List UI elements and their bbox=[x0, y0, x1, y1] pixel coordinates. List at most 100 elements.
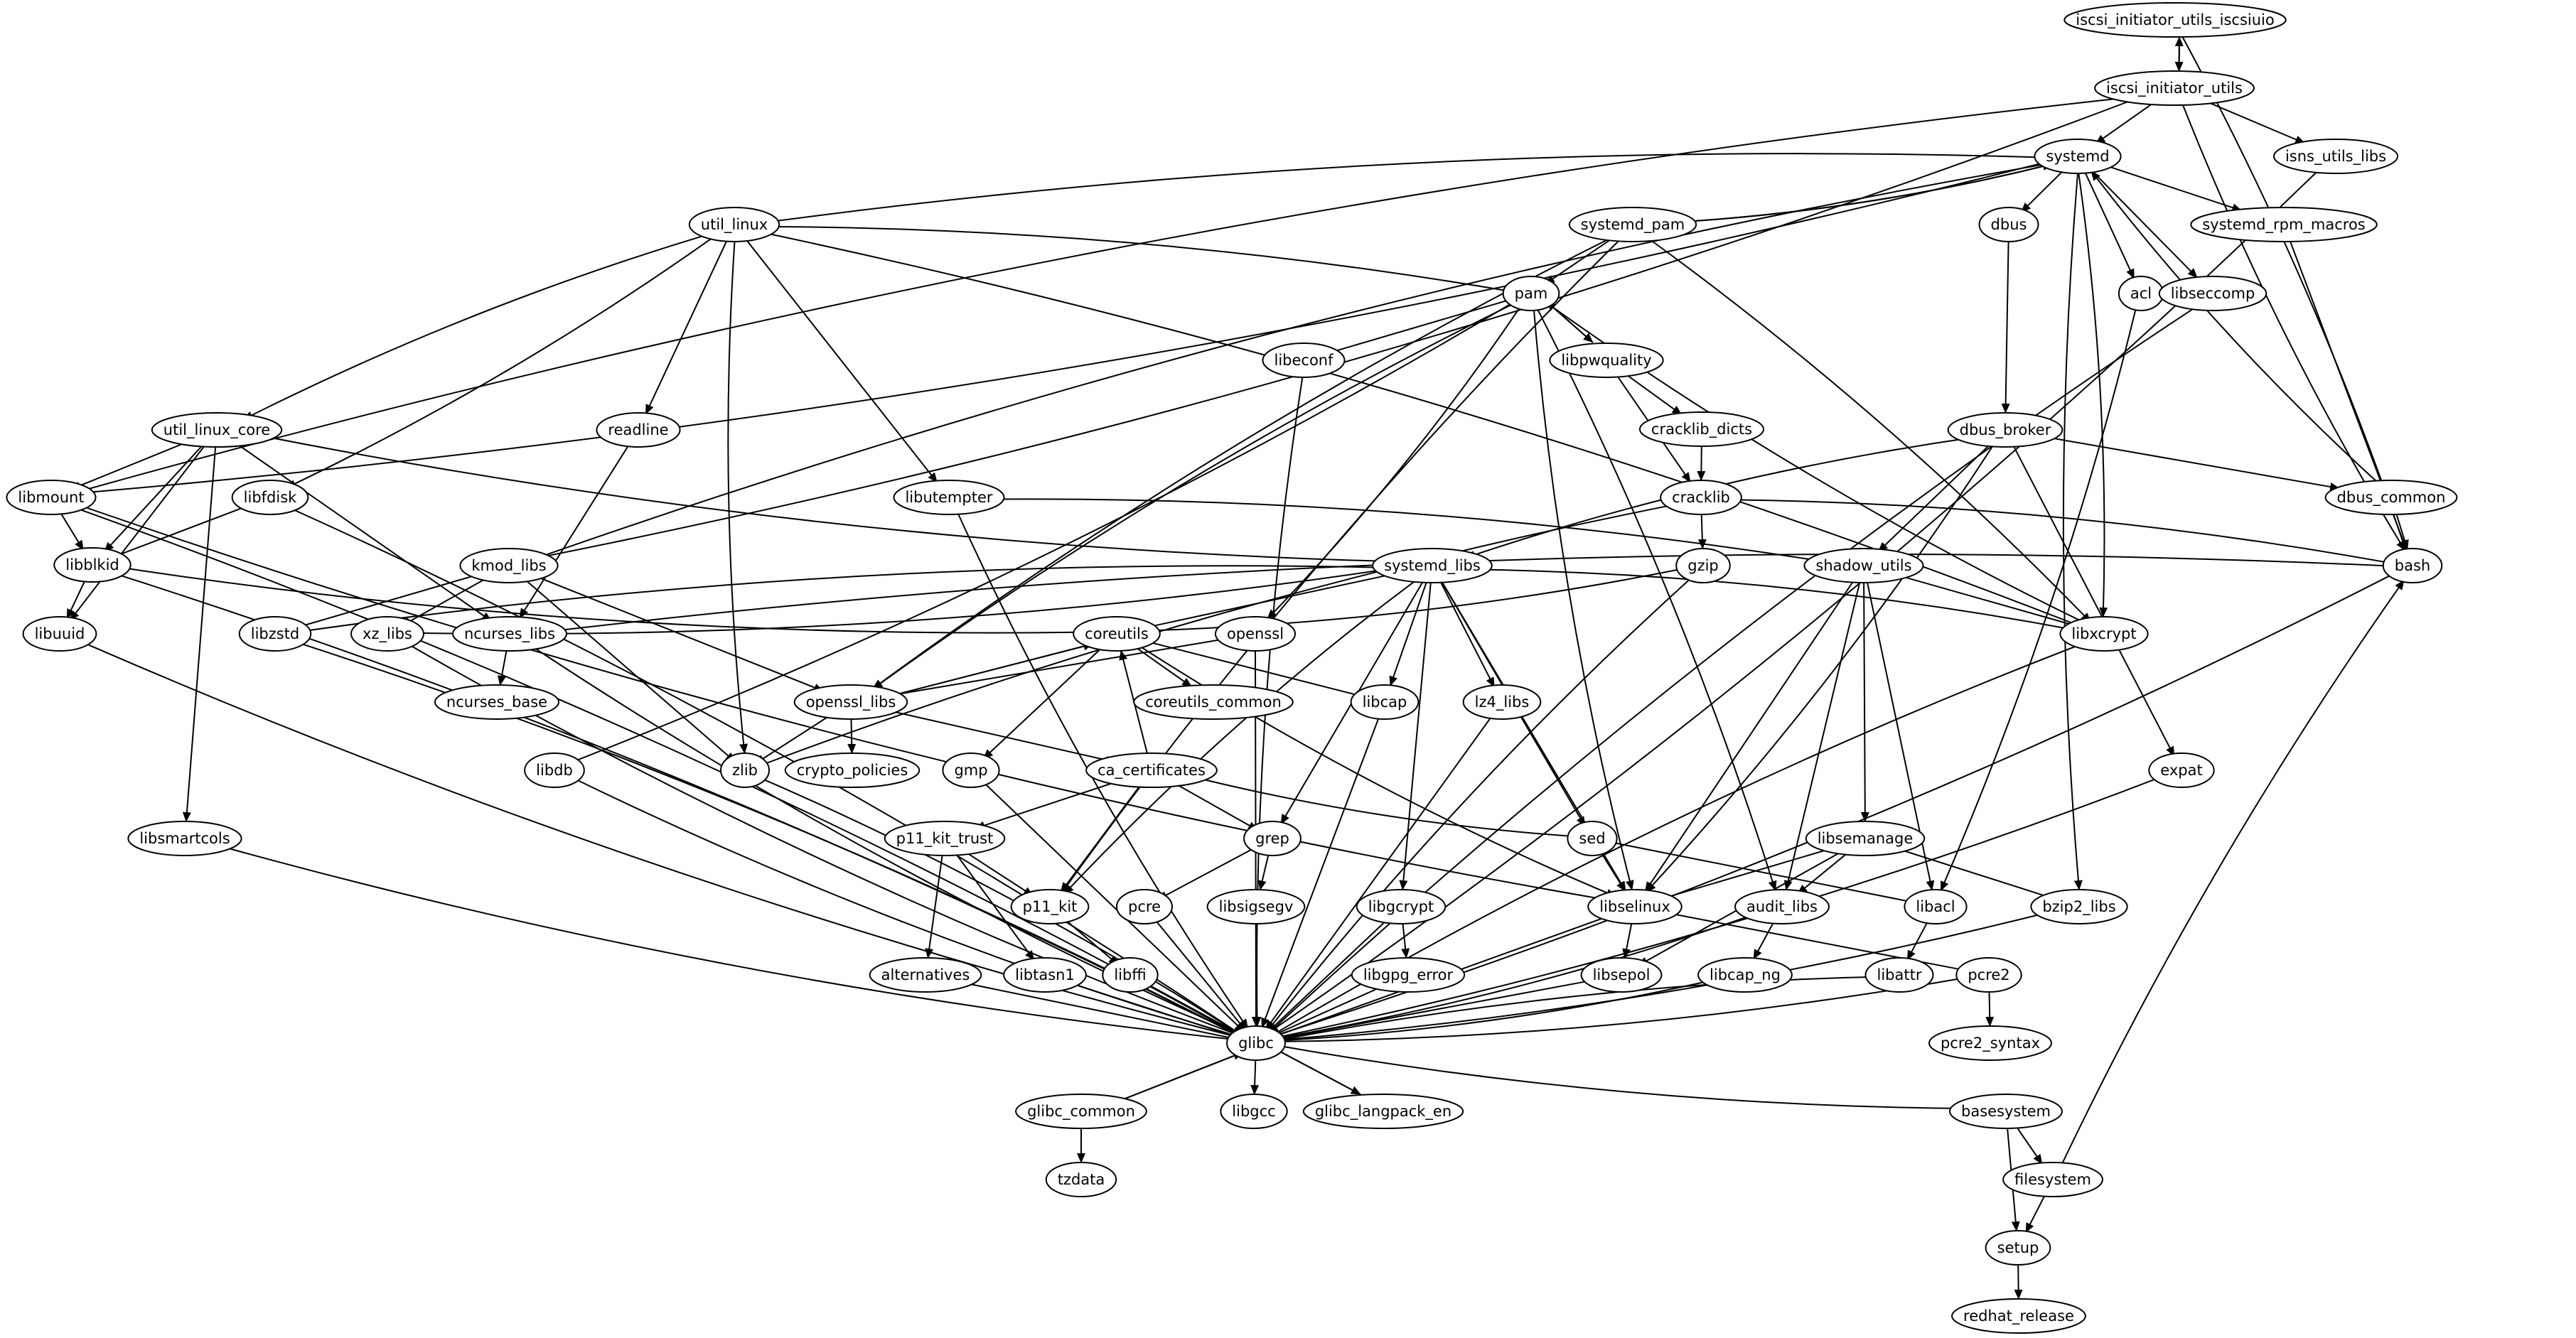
node-pcre2_syntax[interactable]: pcre2_syntax bbox=[1928, 1025, 2053, 1061]
edge-cracklib-to-gzip bbox=[1697, 514, 1707, 549]
node-util_linux[interactable]: util_linux bbox=[688, 207, 780, 242]
node-libsigsegv[interactable]: libsigsegv bbox=[1206, 889, 1306, 924]
edge-libsemanage-to-libselinux bbox=[1656, 846, 1839, 902]
node-systemd_libs[interactable]: systemd_libs bbox=[1372, 548, 1493, 583]
node-systemd[interactable]: systemd bbox=[2034, 139, 2122, 174]
node-coreutils_common[interactable]: coreutils_common bbox=[1133, 684, 1294, 720]
node-cracklib[interactable]: cracklib bbox=[1660, 480, 1742, 515]
node-iscsi_initiator_utils[interactable]: iscsi_initiator_utils bbox=[2094, 70, 2255, 106]
node-ellipse bbox=[459, 548, 559, 583]
node-libgpg_error[interactable]: libgpg_error bbox=[1351, 957, 1466, 993]
node-ellipse bbox=[127, 821, 242, 856]
node-setup[interactable]: setup bbox=[1985, 1230, 2051, 1266]
node-coreutils[interactable]: coreutils bbox=[1073, 616, 1161, 652]
node-libsepol[interactable]: libsepol bbox=[1580, 957, 1663, 993]
node-libgcc[interactable]: libgcc bbox=[1220, 1094, 1288, 1129]
node-kmod_libs[interactable]: kmod_libs bbox=[459, 548, 559, 583]
node-libutempter[interactable]: libutempter bbox=[893, 480, 1005, 515]
node-libacl[interactable]: libacl bbox=[1904, 889, 1968, 924]
node-filesystem[interactable]: filesystem bbox=[2002, 1162, 2103, 1197]
node-libcap_ng[interactable]: libcap_ng bbox=[1697, 957, 1793, 993]
node-ellipse bbox=[1951, 1298, 2086, 1334]
node-glibc_langpack_en[interactable]: glibc_langpack_en bbox=[1302, 1094, 1464, 1129]
node-ellipse bbox=[1549, 342, 1664, 378]
node-libgcrypt[interactable]: libgcrypt bbox=[1356, 889, 1447, 924]
node-acl[interactable]: acl bbox=[2118, 276, 2164, 311]
node-cracklib_dicts[interactable]: cracklib_dicts bbox=[1638, 411, 1765, 447]
node-dbus_broker[interactable]: dbus_broker bbox=[1947, 412, 2064, 448]
node-gzip[interactable]: gzip bbox=[1675, 548, 1731, 583]
node-openssl[interactable]: openssl bbox=[1214, 616, 1297, 652]
node-libselinux[interactable]: libselinux bbox=[1587, 889, 1683, 924]
node-libblkid[interactable]: libblkid bbox=[53, 547, 132, 583]
node-basesystem[interactable]: basesystem bbox=[1949, 1094, 2063, 1129]
node-libseccomp[interactable]: libseccomp bbox=[2158, 276, 2268, 311]
node-glibc_common[interactable]: glibc_common bbox=[1015, 1094, 1147, 1129]
node-dbus_common[interactable]: dbus_common bbox=[2324, 480, 2458, 515]
node-pcre[interactable]: pcre bbox=[1116, 889, 1173, 924]
node-p11_kit_trust[interactable]: p11_kit_trust bbox=[884, 821, 1006, 856]
node-libsemanage[interactable]: libsemanage bbox=[1805, 821, 1926, 856]
node-ncurses_libs[interactable]: ncurses_libs bbox=[451, 616, 568, 652]
node-ca_certificates[interactable]: ca_certificates bbox=[1085, 752, 1218, 788]
node-libfdisk[interactable]: libfdisk bbox=[231, 480, 309, 515]
node-lz4_libs[interactable]: lz4_libs bbox=[1462, 684, 1542, 720]
node-pam[interactable]: pam bbox=[1502, 276, 1560, 311]
node-grep[interactable]: grep bbox=[1243, 821, 1302, 856]
node-ellipse bbox=[2382, 548, 2443, 583]
edge-util_linux_core-to-libuuid bbox=[69, 445, 205, 621]
node-shadow_utils[interactable]: shadow_utils bbox=[1803, 548, 1924, 583]
node-libmount[interactable]: libmount bbox=[6, 480, 97, 515]
node-gmp[interactable]: gmp bbox=[942, 752, 1000, 788]
node-xz_libs[interactable]: xz_libs bbox=[350, 616, 424, 652]
edge-coreutils-to-gmp bbox=[982, 647, 1102, 760]
node-dbus[interactable]: dbus bbox=[1978, 207, 2039, 242]
node-libzstd[interactable]: libzstd bbox=[238, 616, 312, 652]
node-libcap[interactable]: libcap bbox=[1350, 684, 1420, 720]
node-systemd_rpm_macros[interactable]: systemd_rpm_macros bbox=[2190, 207, 2378, 242]
node-systemd_pam[interactable]: systemd_pam bbox=[1568, 207, 1697, 242]
node-audit_libs[interactable]: audit_libs bbox=[1734, 889, 1830, 924]
node-p11_kit[interactable]: p11_kit bbox=[1010, 889, 1090, 924]
edge-pam-to-openssl bbox=[1267, 306, 1521, 620]
node-glibc[interactable]: glibc bbox=[1226, 1025, 1286, 1061]
node-libpwquality[interactable]: libpwquality bbox=[1549, 342, 1664, 378]
node-iscsi_initiator_utils_iscsiuio[interactable]: iscsi_initiator_utils_iscsiuio bbox=[2064, 2, 2287, 38]
node-redhat_release[interactable]: redhat_release bbox=[1951, 1298, 2086, 1334]
node-zlib[interactable]: zlib bbox=[719, 752, 771, 788]
node-ellipse bbox=[1955, 957, 2022, 993]
node-sed[interactable]: sed bbox=[1567, 821, 1618, 856]
edge-pcre2-to-glibc bbox=[1270, 976, 1974, 1046]
node-label: basesystem bbox=[1961, 1103, 2051, 1120]
node-label: sed bbox=[1579, 830, 1605, 847]
node-label: libgpg_error bbox=[1363, 966, 1454, 984]
node-bzip2_libs[interactable]: bzip2_libs bbox=[2030, 889, 2128, 924]
node-util_linux_core[interactable]: util_linux_core bbox=[151, 412, 283, 448]
node-ncurses_base[interactable]: ncurses_base bbox=[434, 684, 560, 720]
node-libxcrypt[interactable]: libxcrypt bbox=[2059, 616, 2149, 652]
edge-dbus_broker-to-libselinux bbox=[1646, 445, 1994, 892]
node-libffi[interactable]: libffi bbox=[1102, 957, 1159, 993]
node-alternatives[interactable]: alternatives bbox=[869, 957, 982, 993]
node-libattr[interactable]: libattr bbox=[1864, 957, 1934, 993]
node-bash[interactable]: bash bbox=[2382, 548, 2443, 583]
node-tzdata[interactable]: tzdata bbox=[1045, 1162, 1117, 1197]
node-openssl_libs[interactable]: openssl_libs bbox=[793, 684, 908, 720]
node-ellipse bbox=[1003, 957, 1087, 993]
node-libtasn1[interactable]: libtasn1 bbox=[1003, 957, 1087, 993]
node-isns_utils_libs[interactable]: isns_utils_libs bbox=[2272, 139, 2399, 174]
node-label: ca_certificates bbox=[1098, 762, 1206, 779]
node-libeconf[interactable]: libeconf bbox=[1262, 342, 1346, 378]
edge-libzstd-to-glibc bbox=[290, 639, 1243, 1038]
node-libdb[interactable]: libdb bbox=[524, 752, 585, 788]
node-libsmartcols[interactable]: libsmartcols bbox=[127, 821, 242, 856]
edge-pam-to-openssl_libs bbox=[872, 301, 1517, 689]
node-libuuid[interactable]: libuuid bbox=[22, 616, 97, 652]
node-label: libfdisk bbox=[244, 489, 297, 506]
node-crypto_policies[interactable]: crypto_policies bbox=[784, 752, 921, 788]
node-expat[interactable]: expat bbox=[2148, 752, 2215, 788]
node-pcre2[interactable]: pcre2 bbox=[1955, 957, 2022, 993]
edge-systemd_pam-to-libxcrypt bbox=[1650, 239, 2091, 623]
node-readline[interactable]: readline bbox=[596, 412, 681, 448]
edge-alternatives-to-glibc bbox=[954, 980, 1242, 1042]
